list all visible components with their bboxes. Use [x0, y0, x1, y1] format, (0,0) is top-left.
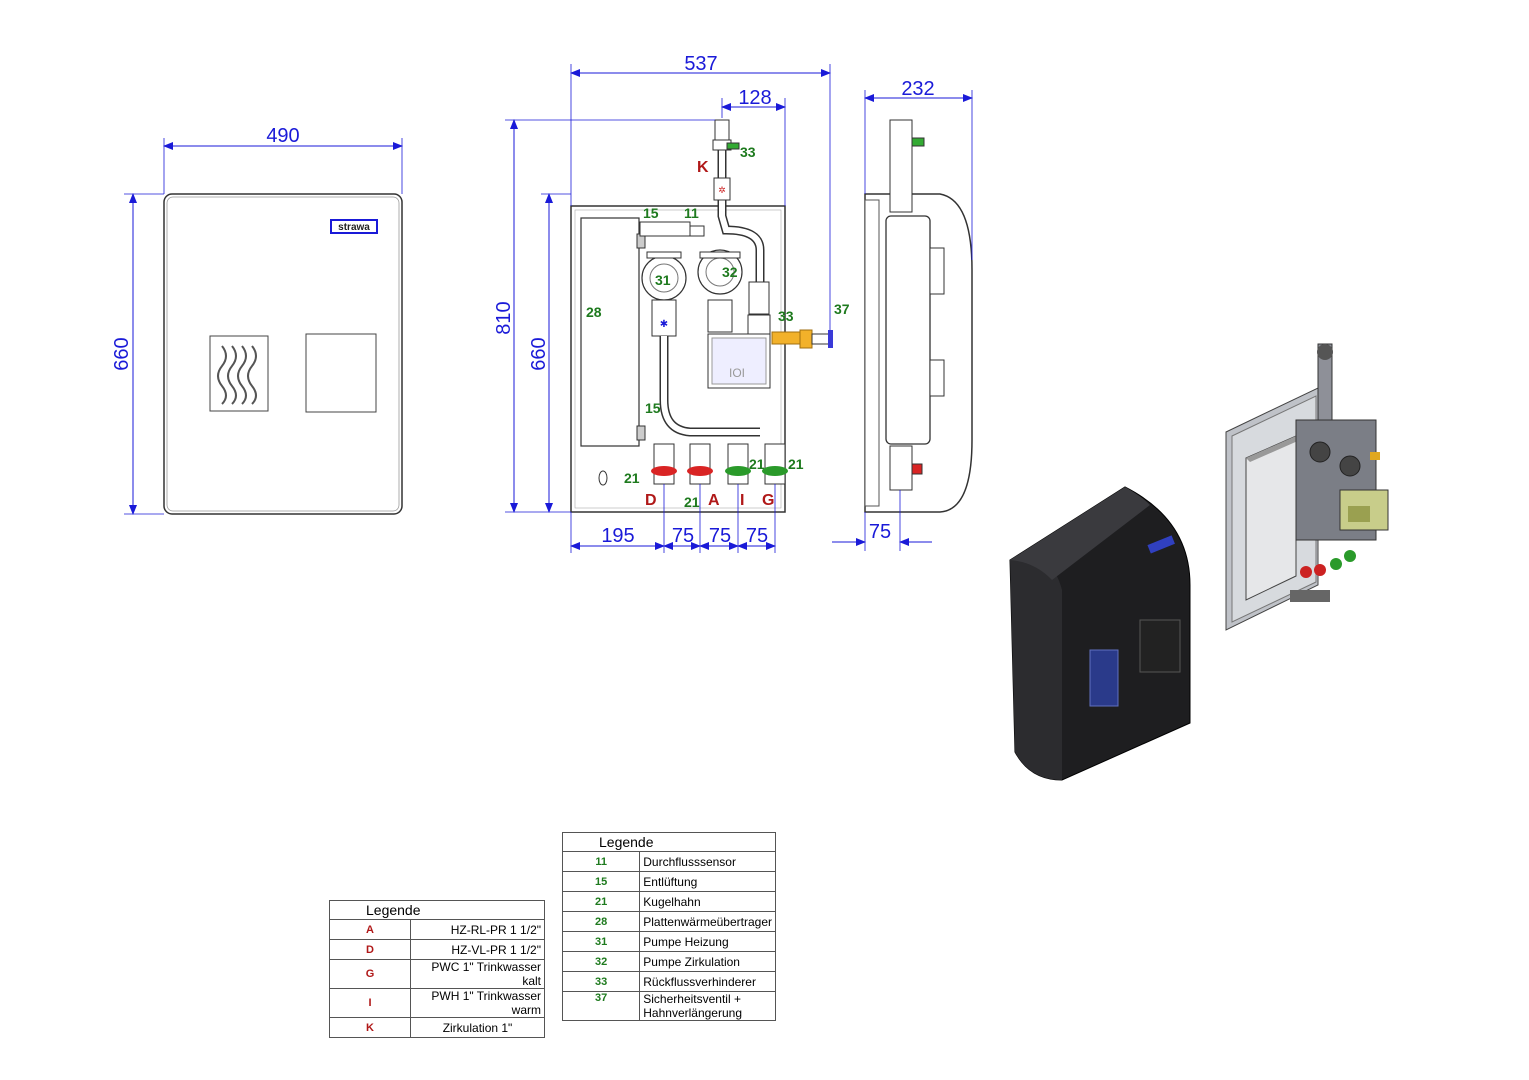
legend-row: 31 Pumpe Heizung: [561, 931, 776, 952]
legend-desc: Entlüftung: [639, 871, 776, 892]
legend-row: K Zirkulation 1": [329, 1017, 545, 1038]
legend-row: 11 Durchflusssensor: [561, 851, 776, 872]
legend-row: 37 Sicherheitsventil + Hahnverlängerung: [561, 991, 776, 1021]
label-33b: 33: [778, 308, 794, 324]
legend-desc: Kugelhahn: [639, 891, 776, 912]
legend-code: 15: [561, 871, 641, 892]
dim-open-offset: 128: [738, 87, 771, 109]
legend-desc: Zirkulation 1": [410, 1017, 545, 1038]
label-A: A: [708, 492, 720, 509]
front-view: strawa 490 660: [111, 125, 403, 515]
logo-panel: [209, 335, 269, 412]
label-33a: 33: [740, 144, 756, 160]
legend-desc: PWC 1" Trinkwasser kalt: [410, 959, 545, 989]
legend-row: I PWH 1" Trinkwasser warm: [329, 988, 545, 1018]
legend-row: 15 Entlüftung: [561, 871, 776, 892]
legend-desc: Sicherheitsventil + Hahnverlängerung: [639, 991, 776, 1021]
label-21b: 21: [684, 494, 700, 510]
legend-code: 11: [561, 851, 641, 872]
dim-bottom-75a: 75: [672, 525, 694, 547]
svg-text:IOI: IOI: [729, 366, 745, 380]
legend-row: 33 Rückflussverhinderer: [561, 971, 776, 992]
safety-valve: [771, 329, 833, 349]
legend-row: 21 Kugelhahn: [561, 891, 776, 912]
pump-circulation: [697, 249, 743, 295]
legend-code: 21: [561, 891, 641, 912]
label-28: 28: [586, 304, 602, 320]
label-31: 31: [655, 272, 671, 288]
legend-code: 37: [561, 991, 641, 1021]
dim-side-75: 75: [869, 521, 891, 543]
brand-label: strawa: [338, 222, 370, 233]
legend-desc: Pumpe Zirkulation: [639, 951, 776, 972]
svg-text:✲: ✲: [718, 185, 726, 195]
legend-connections: Legende A HZ-RL-PR 1 1/2" D HZ-VL-PR 1 1…: [329, 900, 545, 1038]
legend-code: A: [329, 919, 411, 940]
dim-open-height-box: 660: [528, 337, 550, 370]
legend-desc: PWH 1" Trinkwasser warm: [410, 988, 545, 1018]
label-D: D: [645, 492, 657, 509]
heat-exchanger: [580, 217, 646, 447]
label-15a: 15: [643, 205, 659, 221]
outlet-valves: [651, 443, 788, 485]
label-11: 11: [684, 205, 699, 221]
label-G: G: [762, 492, 774, 509]
legend-title: Legende: [562, 832, 776, 852]
dim-front-height: 660: [111, 337, 133, 370]
legend-desc: Rückflussverhinderer: [639, 971, 776, 992]
dim-open-height-total: 810: [493, 301, 515, 334]
display-window: [305, 333, 377, 413]
dim-front-width: 490: [266, 125, 299, 147]
dim-side-depth: 232: [901, 78, 934, 100]
legend-row: G PWC 1" Trinkwasser kalt: [329, 959, 545, 989]
pump-heating: [641, 251, 687, 301]
label-21d: 21: [788, 456, 804, 472]
side-view: 232 75: [832, 78, 973, 551]
dim-bottom-75b: 75: [709, 525, 731, 547]
label-32: 32: [722, 264, 738, 280]
label-21a: 21: [624, 470, 640, 486]
open-view: ✲ ✱ IOI: [493, 53, 850, 553]
legend-components: Legende 11 Durchflusssensor 15 Entlüftun…: [561, 832, 776, 1021]
legend-desc: HZ-VL-PR 1 1/2": [410, 939, 545, 960]
legend-code: D: [329, 939, 411, 960]
legend-code: 33: [561, 971, 641, 992]
legend-code: 32: [561, 951, 641, 972]
dim-bottom-75c: 75: [746, 525, 768, 547]
legend-row: 28 Plattenwärmeübertrager: [561, 911, 776, 932]
legend-desc: Plattenwärmeübertrager: [639, 911, 776, 932]
legend-row: A HZ-RL-PR 1 1/2": [329, 919, 545, 940]
legend-desc: HZ-RL-PR 1 1/2": [410, 919, 545, 940]
legend-code: G: [329, 959, 411, 989]
legend-row: D HZ-VL-PR 1 1/2": [329, 939, 545, 960]
legend-code: K: [329, 1017, 411, 1038]
internals-3d-render: [1225, 343, 1389, 631]
legend-code: 28: [561, 911, 641, 932]
legend-desc: Pumpe Heizung: [639, 931, 776, 952]
svg-text:✱: ✱: [660, 319, 668, 330]
legend-row: 32 Pumpe Zirkulation: [561, 951, 776, 972]
label-37: 37: [834, 301, 850, 317]
legend-code: 31: [561, 931, 641, 952]
label-K: K: [697, 159, 709, 176]
dim-open-width: 537: [684, 53, 717, 75]
label-I: I: [740, 492, 744, 509]
legend-desc: Durchflusssensor: [639, 851, 776, 872]
label-21c: 21: [749, 456, 765, 472]
dim-bottom-195: 195: [601, 525, 634, 547]
legend-title: Legende: [329, 900, 545, 920]
brand-badge: strawa: [330, 219, 378, 234]
label-15b: 15: [645, 400, 661, 416]
legend-code: I: [329, 988, 411, 1018]
cabinet-3d-render: [1009, 486, 1191, 781]
